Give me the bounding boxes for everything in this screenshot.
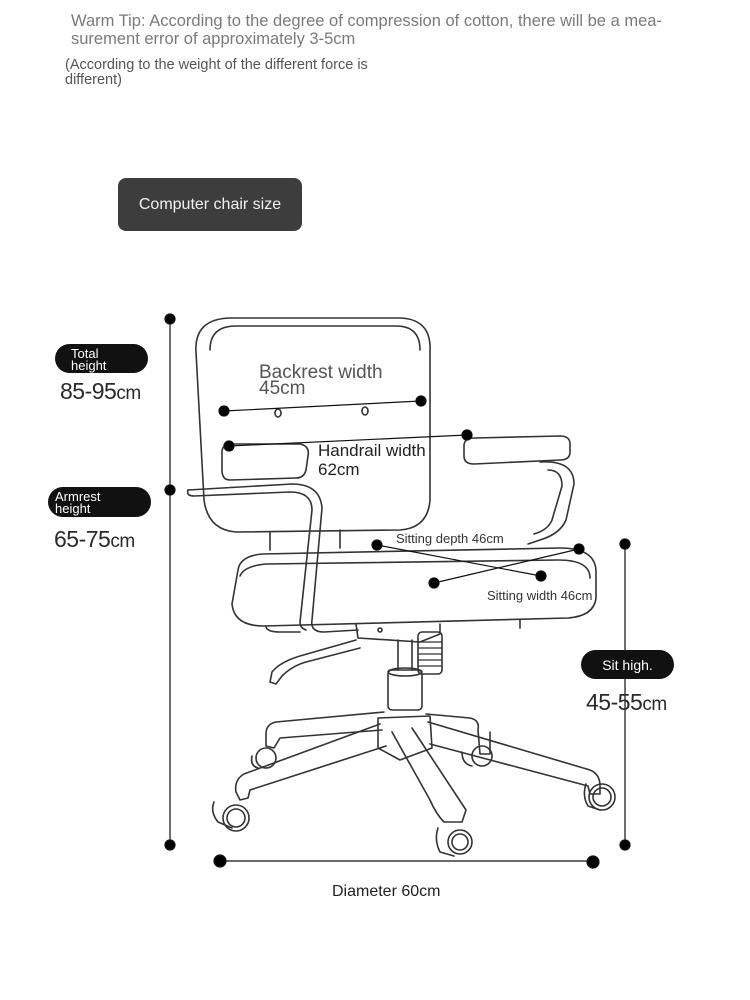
base-leg-front: [391, 727, 467, 823]
right-armrest-pad: [463, 435, 571, 465]
total-height-value: 85-95cm: [60, 378, 141, 404]
base-leg-right: [427, 721, 601, 795]
base-leg-left: [234, 723, 387, 801]
sitting-width-label: Sitting width 46cm: [487, 588, 593, 603]
armrest-height-label-2: height: [55, 501, 91, 516]
total-height-label-2: height: [71, 358, 107, 373]
armrest-height-value: 65-75cm: [54, 526, 135, 552]
warm-tip-line-1: Warm Tip: According to the degree of com…: [71, 12, 662, 30]
caster-back-right: [461, 745, 493, 767]
sitting-depth-label: Sitting depth 46cm: [396, 531, 504, 546]
backrest-outline: [195, 317, 431, 533]
left-armrest-pad: [221, 443, 310, 481]
caster-front-right: [583, 783, 616, 811]
total-height-badge: Total height: [55, 344, 148, 373]
handrail-width-value: 62cm: [318, 460, 360, 479]
backrest-inner-edge: [209, 325, 421, 351]
caster-front-left: [211, 801, 250, 832]
backrest-width-value: 45cm: [259, 378, 306, 399]
caster-back-left: [250, 747, 277, 769]
diameter-label: Diameter 60cm: [332, 883, 441, 900]
right-arm-frame: [527, 461, 575, 545]
armrest-height-label-1: Armrest: [55, 489, 101, 504]
handrail-width-label: Handrail width: [318, 441, 426, 460]
chair-size-title: Computer chair size: [118, 178, 302, 231]
base-leg-back-left: [265, 711, 385, 749]
seat-cushion: [231, 547, 597, 627]
armrest-height-badge: Armrest height: [48, 487, 151, 517]
base-leg-back-right: [425, 713, 491, 755]
gas-cylinder: [397, 639, 413, 671]
warm-tip-line-2: surement error of approximately 3-5cm: [71, 30, 356, 48]
backrest-width-label: Backrest width: [259, 362, 383, 383]
tilt-lever: [269, 639, 361, 685]
seat-height-badge: Sit high.: [581, 650, 674, 679]
left-arm-frame: [187, 483, 359, 633]
total-height-label-1: Total: [71, 346, 99, 361]
caster-front-center: [435, 827, 473, 857]
seat-height-value: 45-55cm: [586, 689, 667, 715]
weight-note: (According to the weight of the differen…: [65, 57, 368, 88]
